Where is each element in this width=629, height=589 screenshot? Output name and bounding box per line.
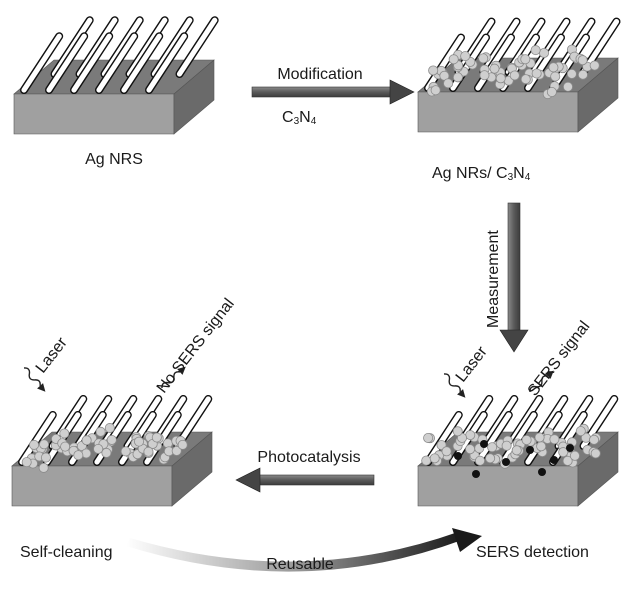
c3n4-particle bbox=[178, 440, 187, 449]
c3n4-particle bbox=[537, 442, 546, 451]
c3n4-particle bbox=[539, 48, 548, 57]
c3n4-particle bbox=[578, 70, 587, 79]
analyte-molecule bbox=[454, 452, 462, 460]
c3n4-particle bbox=[96, 427, 105, 436]
c3n4-particle bbox=[535, 433, 544, 442]
c3n4-particle bbox=[549, 63, 558, 72]
arrow-head bbox=[37, 383, 48, 394]
c3n4-particle bbox=[551, 72, 560, 81]
laser-left-label: Laser bbox=[33, 334, 71, 377]
c3n4-particle bbox=[82, 436, 91, 445]
c3n4-label: C3N4 bbox=[282, 109, 317, 127]
c3n4-particle bbox=[578, 56, 587, 65]
c3n4-particle bbox=[61, 442, 70, 451]
c3n4-particle bbox=[591, 449, 600, 458]
analyte-molecule bbox=[550, 456, 558, 464]
c3n4-particle bbox=[453, 427, 462, 436]
c3n4-particle bbox=[480, 71, 489, 80]
c3n4-particle bbox=[461, 52, 470, 61]
c3n4-particle bbox=[102, 448, 111, 457]
c3n4-particle bbox=[502, 441, 511, 450]
modification-arrow bbox=[252, 80, 414, 104]
c3n4-particle bbox=[60, 429, 69, 438]
analyte-molecule bbox=[538, 468, 546, 476]
c3n4-particle bbox=[39, 440, 48, 449]
c3n4-particle bbox=[576, 427, 585, 436]
panel-ag-nrs-c3n4 bbox=[418, 22, 618, 132]
c3n4-particle bbox=[521, 55, 530, 64]
c3n4-particle bbox=[522, 435, 531, 444]
c3n4-particle bbox=[429, 66, 438, 75]
c3n4-particle bbox=[532, 69, 541, 78]
c3n4-particle bbox=[107, 435, 116, 444]
c3n4-particle bbox=[550, 435, 559, 444]
ag-nrs-c3n4-label: Ag NRs/ C3N4 bbox=[432, 165, 531, 183]
c3n4-particle bbox=[496, 74, 505, 83]
ag-nrs-label: Ag NRS bbox=[85, 151, 143, 168]
c3n4-particle bbox=[134, 437, 143, 446]
panel-self-cleaning bbox=[12, 399, 212, 506]
c3n4-particle bbox=[570, 451, 579, 460]
analyte-molecule bbox=[502, 458, 510, 466]
analyte-molecule bbox=[526, 446, 534, 454]
c3n4-particle bbox=[39, 463, 48, 472]
c3n4-particle bbox=[466, 445, 475, 454]
c3n4-particle bbox=[152, 433, 161, 442]
c3n4-particle bbox=[512, 446, 521, 455]
substrate-front bbox=[12, 466, 172, 506]
c3n4-particle bbox=[531, 46, 540, 55]
c3n4-particle bbox=[29, 440, 38, 449]
c3n4-particle bbox=[486, 454, 495, 463]
analyte-molecule bbox=[480, 440, 488, 448]
measurement-arrow bbox=[500, 203, 528, 352]
photocatalysis-label: Photocatalysis bbox=[257, 449, 360, 466]
c3n4-particle bbox=[105, 423, 114, 432]
c3n4-particle bbox=[510, 71, 519, 80]
photocatalysis-arrow bbox=[236, 468, 374, 492]
c3n4-particle bbox=[563, 82, 572, 91]
c3n4-particle bbox=[547, 87, 556, 96]
c3n4-particle bbox=[444, 79, 453, 88]
c3n4-particle bbox=[442, 447, 451, 456]
c3n4-particle bbox=[466, 430, 475, 439]
panel-ag-nrs bbox=[14, 20, 215, 134]
panel-sers-detection bbox=[418, 399, 618, 506]
sers-signal-label: SERS signal bbox=[525, 318, 594, 399]
analyte-molecule bbox=[472, 470, 480, 478]
c3n4-particle bbox=[475, 456, 484, 465]
c3n4-particle bbox=[144, 447, 153, 456]
c3n4-particle bbox=[567, 69, 576, 78]
c3n4-particle bbox=[479, 54, 488, 63]
substrate-front bbox=[14, 94, 174, 134]
c3n4-particle bbox=[449, 55, 458, 64]
c3n4-particle bbox=[74, 451, 83, 460]
c3n4-particle bbox=[422, 456, 431, 465]
c3n4-particle bbox=[94, 444, 103, 453]
sers-detection-label: SERS detection bbox=[476, 544, 589, 561]
c3n4-particle bbox=[589, 435, 598, 444]
substrate-front bbox=[418, 92, 578, 132]
c3n4-particle bbox=[488, 443, 497, 452]
self-cleaning-label: Self-cleaning bbox=[20, 544, 113, 561]
analyte-molecule bbox=[566, 444, 574, 452]
c3n4-particle bbox=[453, 73, 462, 82]
c3n4-particle bbox=[424, 433, 433, 442]
measurement-label: Measurement bbox=[485, 230, 502, 328]
c3n4-particle bbox=[521, 75, 530, 84]
no-sers-signal-label: No SERS signal bbox=[154, 296, 238, 397]
c3n4-particle bbox=[430, 454, 439, 463]
arrow-head bbox=[457, 389, 468, 400]
c3n4-particle bbox=[590, 61, 599, 70]
c3n4-particle bbox=[41, 453, 50, 462]
reusable-label: Reusable bbox=[266, 556, 334, 573]
c3n4-particle bbox=[22, 458, 31, 467]
substrate-front bbox=[418, 466, 578, 506]
modification-label: Modification bbox=[277, 66, 362, 83]
c3n4-particle bbox=[431, 86, 440, 95]
laser-right-label: Laser bbox=[453, 343, 491, 386]
c3n4-particle bbox=[490, 64, 499, 73]
